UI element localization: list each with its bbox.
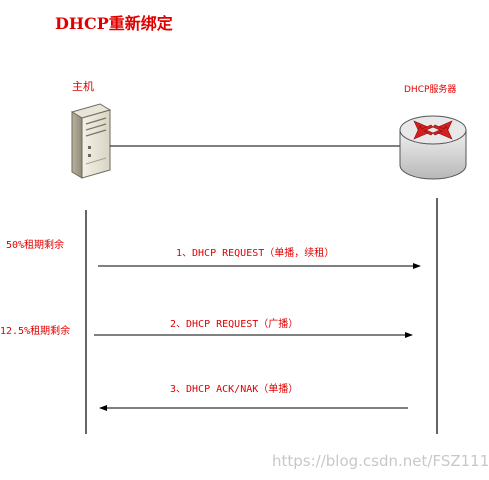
diagram-title: DHCP重新绑定	[55, 14, 173, 33]
watermark: https://blog.csdn.net/FSZ111	[272, 452, 489, 470]
server-tower-icon	[70, 103, 112, 179]
message-label-1: 1、DHCP REQUEST（单播，续租）	[176, 248, 335, 259]
message-label-2: 2、DHCP REQUEST（广播）	[170, 319, 299, 330]
host-label: 主机	[72, 80, 94, 93]
router-icon	[399, 115, 467, 180]
server-label: DHCP服务器	[404, 85, 457, 95]
lease-12-5-label: 12.5%租期剩余	[0, 326, 71, 337]
message-label-3: 3、DHCP ACK/NAK（单播）	[170, 384, 299, 395]
lease-50-label: 50%租期剩余	[6, 240, 65, 251]
